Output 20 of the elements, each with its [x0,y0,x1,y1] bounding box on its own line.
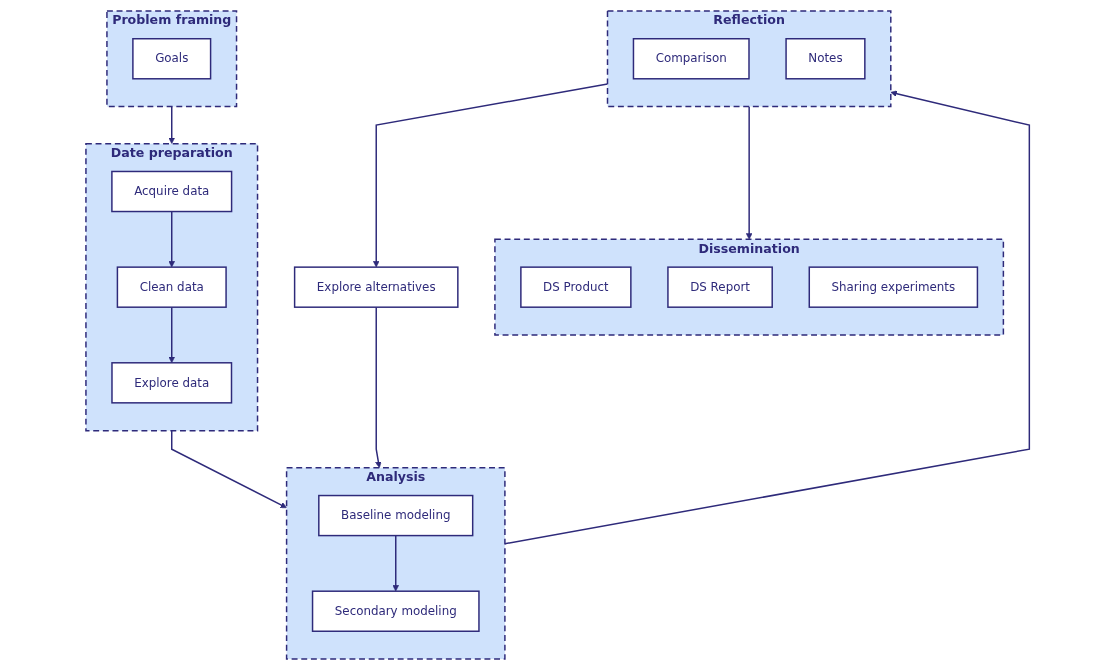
arrow [170,429,287,508]
node-box: Sharing experiments [808,265,979,308]
arrow [504,90,1030,544]
arrow [168,305,175,363]
node-box: Explore alternatives [293,265,459,308]
arrow [392,534,399,591]
arrow [168,210,175,267]
arrow [168,105,175,144]
arrow [745,105,753,240]
node-box: DS Product [520,265,632,308]
node-box: Goals [132,37,212,79]
node-box: Comparison [632,37,750,79]
node-box: Clean data [116,265,227,308]
node-box: Explore data [111,361,233,404]
node-box: Notes [785,37,866,79]
node-box: Secondary modeling [311,589,480,632]
node-box: DS Report [667,265,773,308]
arrow [375,305,382,468]
node-box: Baseline modeling [317,494,474,536]
node-box: Acquire data [111,170,233,212]
